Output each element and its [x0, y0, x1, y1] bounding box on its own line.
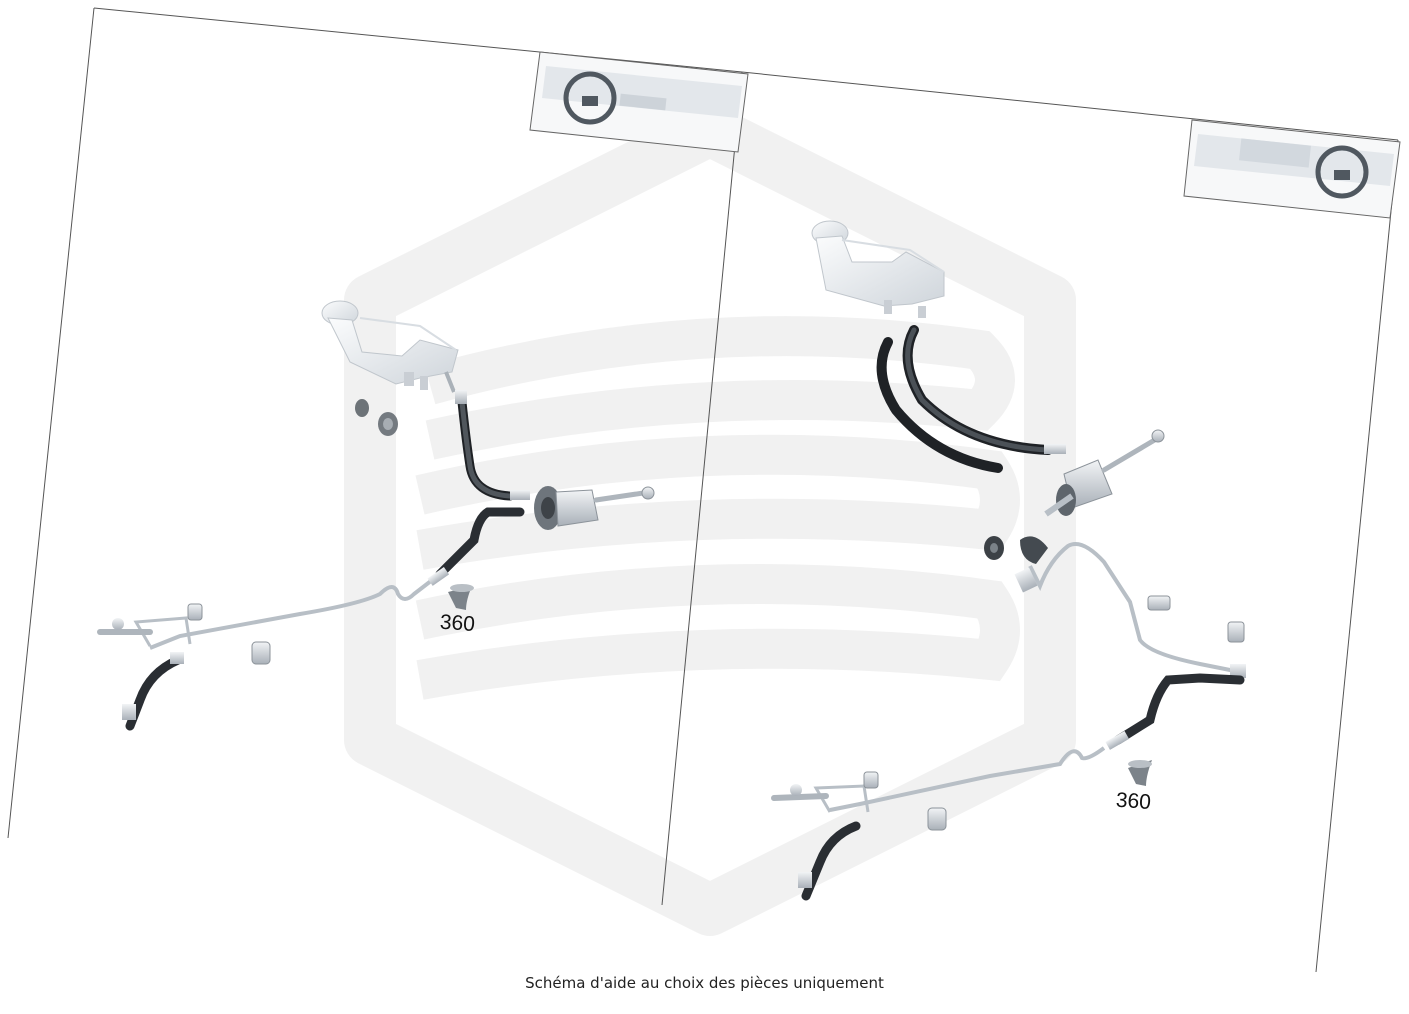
brake-fluid-reservoir: [321, 300, 459, 393]
disclaimer-caption: Schéma d'aide au choix des pièces unique…: [525, 974, 884, 992]
clutch-master-cylinder: [534, 486, 655, 530]
rotate-360-icon[interactable]: 360: [1115, 760, 1152, 814]
reservoir-hose: [876, 325, 1066, 473]
grommet: [355, 399, 398, 436]
watermark-logo: [344, 104, 1076, 936]
left-assembly: 360: [97, 300, 655, 731]
clutch-hose: [455, 390, 530, 501]
brake-fluid-reservoir: [811, 220, 945, 318]
rotate-360-icon[interactable]: 360: [439, 584, 476, 636]
pressure-line: [771, 542, 1246, 901]
view-360-label[interactable]: 360: [439, 611, 476, 636]
pressure-line: [97, 507, 525, 731]
sheet-left: [7, 7, 743, 906]
clip: [863, 595, 1245, 831]
right-assembly: 360: [771, 220, 1246, 901]
right-hand-drive-dashboard-icon: [1183, 119, 1401, 219]
grommet: [984, 536, 1048, 564]
left-hand-drive-dashboard-icon: [529, 51, 749, 153]
view-360-label[interactable]: 360: [1115, 789, 1152, 814]
clip: [187, 603, 271, 665]
sheet-right: [741, 71, 1399, 973]
clutch-master-cylinder: [1044, 429, 1165, 517]
